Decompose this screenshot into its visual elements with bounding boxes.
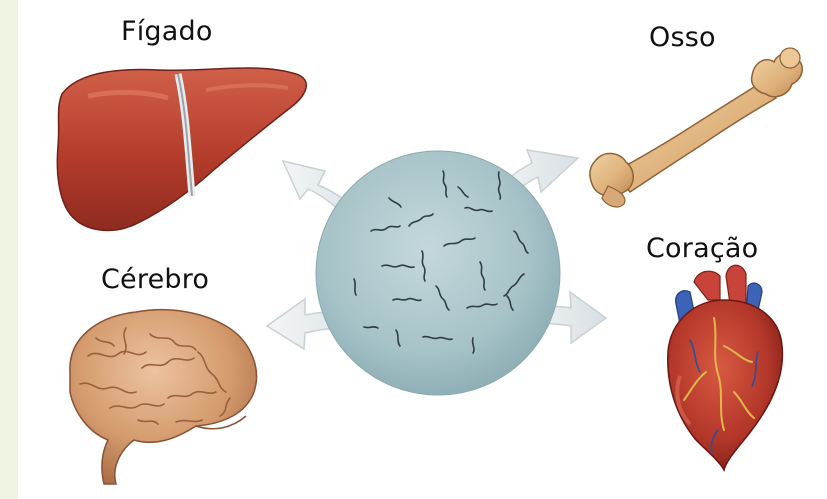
stem-cell-sphere <box>316 151 560 395</box>
label-osso: Osso <box>649 22 716 53</box>
bone-icon <box>590 48 802 207</box>
heart-icon <box>668 265 783 470</box>
diagram-panel: Fígado Osso Cérebro Coração <box>18 0 827 499</box>
liver-icon <box>57 68 306 230</box>
label-cerebro: Cérebro <box>101 264 209 295</box>
label-coracao: Coração <box>646 233 758 264</box>
label-figado: Fígado <box>121 16 213 47</box>
brain-icon <box>70 310 257 484</box>
